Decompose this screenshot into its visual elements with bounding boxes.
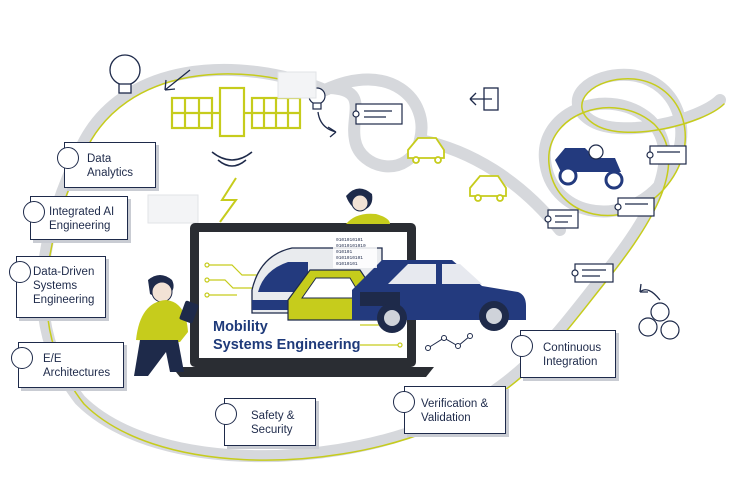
- message-bubble: [614, 197, 655, 217]
- binary-code-panel: 0101010101 01010101010 010101 0101010101…: [333, 234, 377, 268]
- shield-lock-icon: [215, 403, 237, 425]
- person-kneeling: [134, 275, 199, 376]
- brain-icon: [23, 201, 45, 223]
- node-integrated-ai[interactable]: Integrated AI Engineering: [23, 196, 128, 240]
- node-label-line: Security: [251, 424, 293, 436]
- binary-line: 0101010101: [336, 237, 363, 243]
- node-label-line: Systems: [33, 280, 78, 292]
- message-bubble: [646, 145, 687, 165]
- car-outline-icon: [407, 137, 445, 164]
- arrow-icon: [164, 69, 191, 91]
- node-label-line: Analytics: [87, 167, 134, 179]
- title-line-2: Systems Engineering: [213, 337, 361, 353]
- cycle-icon: [511, 335, 533, 357]
- scooter-icon: [555, 144, 624, 190]
- node-label-line: Engineering: [49, 220, 111, 232]
- node-label-line: Data-Driven: [33, 266, 95, 278]
- node-verification-validation[interactable]: Verification & Validation: [393, 386, 506, 434]
- binary-line: 010101: [336, 249, 353, 255]
- node-ee-architectures[interactable]: E/E Architectures: [11, 342, 124, 388]
- message-bubble: [352, 103, 403, 125]
- node-label-line: Engineering: [33, 294, 95, 306]
- person-leaning: [346, 188, 390, 224]
- database-icon: [9, 261, 31, 283]
- satellite-icon: [170, 86, 302, 223]
- diagram-title: Mobility Systems Engineering: [213, 318, 360, 354]
- node-label-line: Data: [87, 153, 112, 165]
- node-label-line: Verification &: [421, 398, 489, 410]
- node-label-line: Validation: [421, 412, 471, 424]
- node-safety-security[interactable]: Safety & Security: [215, 398, 316, 446]
- binary-line: 0101010101: [336, 255, 363, 261]
- node-label-line: Integrated AI: [49, 206, 115, 218]
- message-bubble: [571, 263, 614, 283]
- node-label-line: Architectures: [43, 367, 111, 379]
- node-label-line: Continuous: [543, 342, 602, 354]
- node-label-line: Integration: [543, 356, 598, 368]
- exit-arrow-icon: [469, 87, 499, 111]
- node-data-analytics[interactable]: Data Analytics: [57, 142, 156, 188]
- chip-icon: [11, 347, 33, 369]
- binary-line: 01010101010: [336, 243, 366, 249]
- node-data-driven[interactable]: Data-Driven Systems Engineering: [9, 256, 106, 318]
- car-icon: [352, 260, 526, 333]
- lightbulb-icon: [109, 54, 141, 94]
- checklist-icon: [393, 391, 415, 413]
- car-outline-icon: [469, 175, 507, 202]
- message-bubble: [544, 209, 579, 229]
- background-window: [277, 71, 317, 99]
- curved-arrow-icon: [317, 111, 337, 138]
- title-line-1: Mobility: [213, 319, 268, 335]
- curved-arrow-icon: [639, 283, 661, 301]
- node-label-line: E/E: [43, 353, 62, 365]
- node-continuous-integration[interactable]: Continuous Integration: [511, 330, 616, 378]
- background-window: [147, 194, 199, 224]
- node-label-line: Safety &: [251, 410, 295, 422]
- user-group-icon: [638, 302, 680, 340]
- binary-line: 01010101: [336, 261, 358, 267]
- magnifier-icon: [57, 147, 79, 169]
- network-graph-icon: [425, 333, 473, 351]
